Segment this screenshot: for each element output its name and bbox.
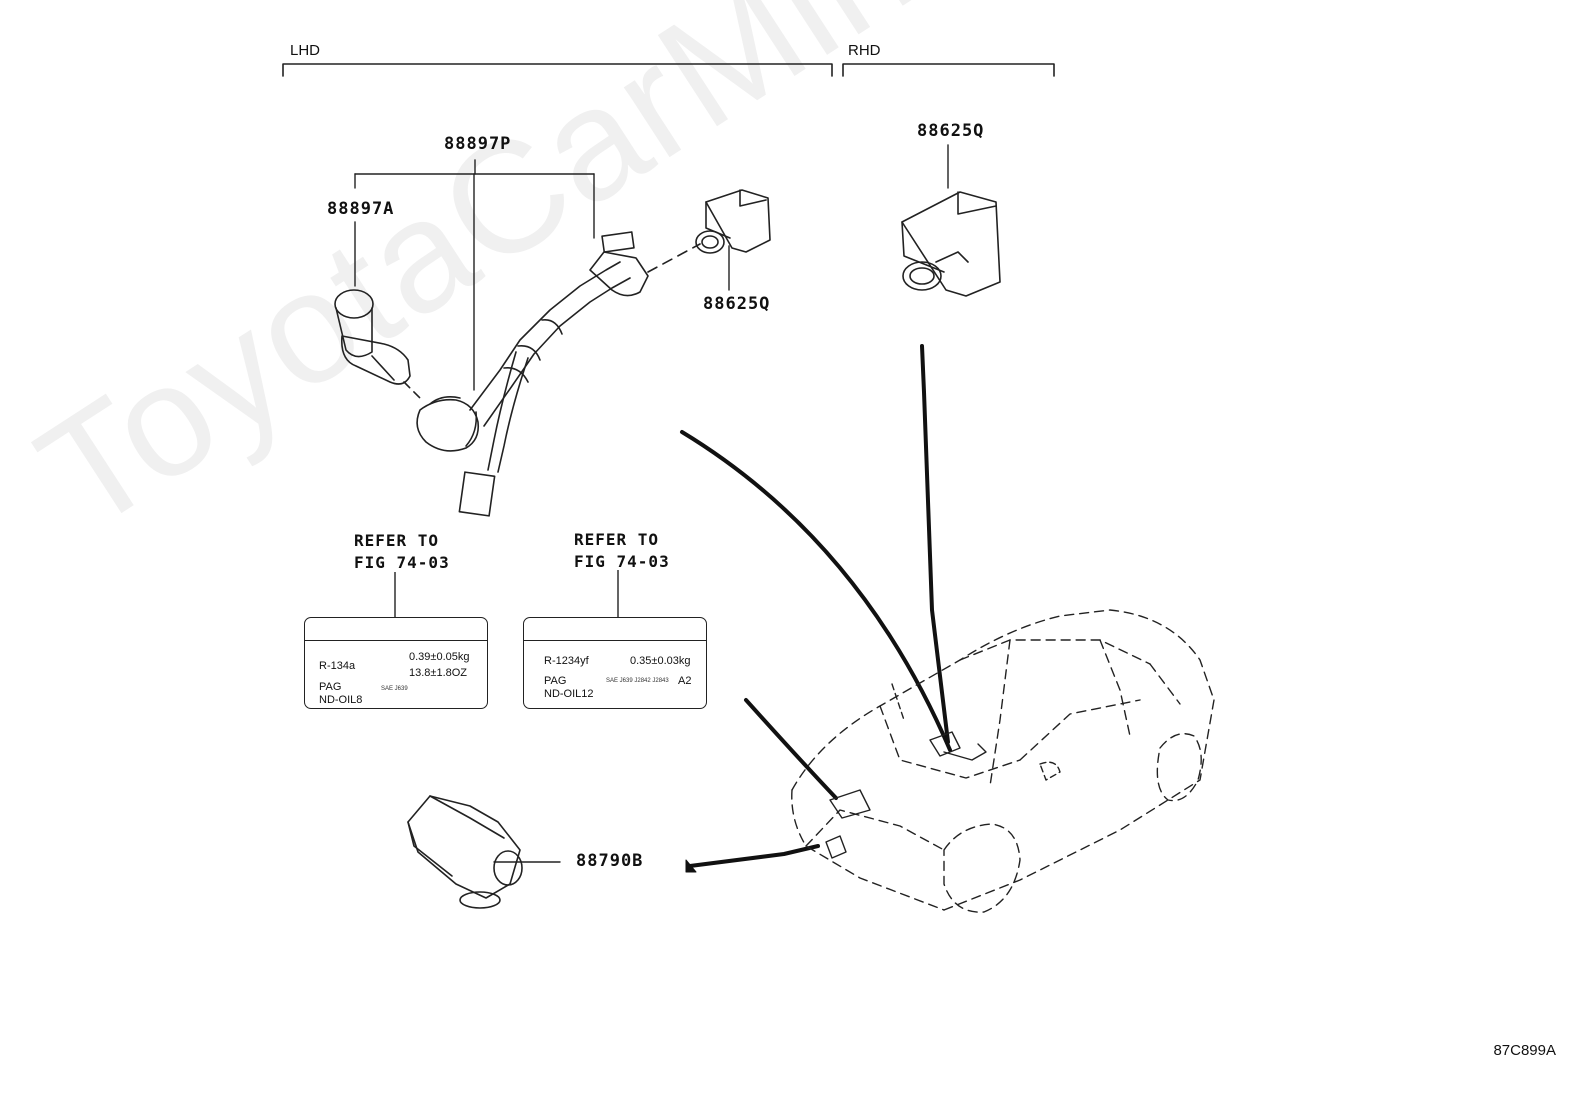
part-number-88625q-lhd[interactable]: 88625Q: [703, 294, 771, 314]
label-oil-name: ND-OIL8: [319, 694, 363, 706]
switch-88625q-rhd-drawing: [901, 191, 1001, 297]
label-oil-name: ND-OIL12: [544, 688, 594, 700]
refer-note-right[interactable]: REFER TO FIG 74-03: [574, 529, 670, 573]
refer-note-left-line2: FIG 74-03: [354, 553, 450, 572]
car-outline: [791, 609, 1215, 913]
label-charge-oz: 13.8±1.8OZ: [409, 667, 468, 679]
refrigerant-label-r1234yf: R-1234yf 0.35±0.03kg PAG SAE J639 J2842 …: [523, 617, 707, 709]
label-refrigerant: R-134a: [319, 660, 356, 672]
part-number-88897a[interactable]: 88897A: [327, 199, 395, 219]
part-number-88897p[interactable]: 88897P: [444, 134, 512, 154]
label-refrigerant: R-1234yf: [544, 655, 589, 667]
label-charge-kg: 0.35±0.03kg: [630, 655, 691, 667]
refer-note-right-line2: FIG 74-03: [574, 552, 670, 571]
label-oil-type: PAG: [544, 675, 567, 687]
rhd-bracket: [842, 63, 1055, 77]
harness-88897p-drawing: [416, 231, 701, 517]
sensor-88897a-drawing: [334, 289, 421, 399]
refer-note-right-line1: REFER TO: [574, 530, 660, 549]
switch-88625q-lhd-drawing: [695, 189, 771, 254]
sensor-88790b-drawing: [407, 795, 523, 909]
label-oil-suffix: A2: [678, 675, 692, 687]
label-oil-spec: SAE J639 J2842 J2843: [606, 678, 669, 684]
label-header: [305, 618, 487, 641]
part-number-88790b[interactable]: 88790B: [576, 851, 644, 871]
label-oil-type: PAG: [319, 681, 342, 693]
pointer-lines: [680, 344, 952, 873]
lhd-bracket: [282, 63, 833, 77]
leader-lines-harness: [354, 144, 949, 863]
label-oil-spec: SAE J639: [381, 686, 408, 692]
refrigerant-label-r134a: R-134a 0.39±0.05kg 13.8±1.8OZ PAG SAE J6…: [304, 617, 488, 709]
refer-note-left-line1: REFER TO: [354, 531, 440, 550]
part-number-88625q-rhd[interactable]: 88625Q: [917, 121, 985, 141]
label-header: [524, 618, 706, 641]
refer-note-left[interactable]: REFER TO FIG 74-03: [354, 530, 450, 574]
label-charge-kg: 0.39±0.05kg: [409, 651, 470, 663]
figure-code: 87C899A: [1493, 1042, 1556, 1059]
section-label-lhd: LHD: [290, 42, 321, 59]
section-label-rhd: RHD: [848, 42, 881, 59]
